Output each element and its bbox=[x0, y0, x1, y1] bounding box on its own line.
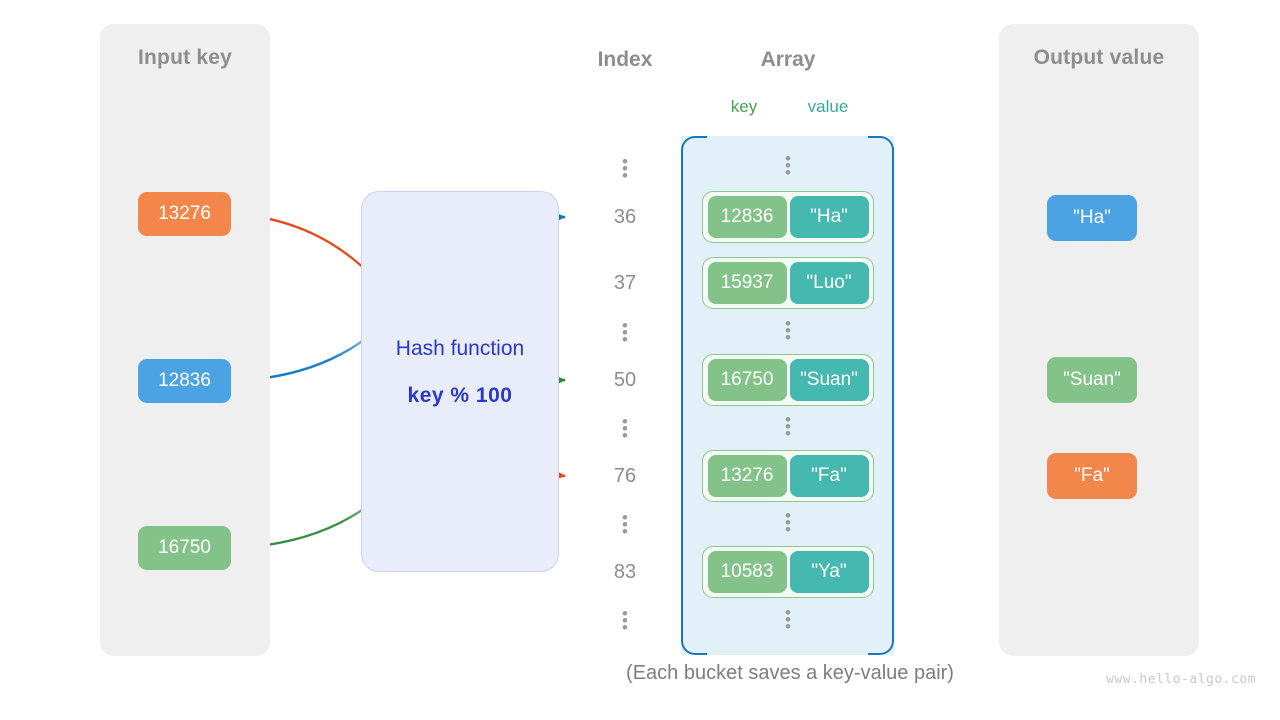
index-label-50: 50 bbox=[613, 369, 637, 391]
hash-function-formula: key % 100 bbox=[407, 384, 513, 407]
index-ellipsis-3: ••• bbox=[622, 508, 628, 541]
index-label-83: 83 bbox=[613, 561, 637, 583]
bucket-key-13276: 13276 bbox=[707, 455, 787, 497]
bucket-value-Luo: "Luo" bbox=[789, 262, 869, 304]
input-key-chip-13276[interactable]: 13276 bbox=[138, 192, 231, 236]
output-value-chip-fa[interactable]: "Fa" bbox=[1047, 453, 1137, 499]
bucket-row-37[interactable]: 15937 "Luo" bbox=[702, 257, 874, 309]
bucket-value-Ha: "Ha" bbox=[789, 196, 869, 238]
input-panel-title: Input key bbox=[138, 46, 232, 69]
bucket-key-16750: 16750 bbox=[707, 359, 787, 401]
index-label-76: 76 bbox=[613, 465, 637, 487]
bucket-key-15937: 15937 bbox=[707, 262, 787, 304]
bucket-row-76[interactable]: 13276 "Fa" bbox=[702, 450, 874, 502]
index-ellipsis-2: ••• bbox=[622, 412, 628, 445]
output-value-chip-ha[interactable]: "Ha" bbox=[1047, 195, 1137, 241]
hash-function-label: Hash function bbox=[395, 337, 525, 360]
array-column-heading: Array bbox=[760, 48, 816, 71]
input-key-chip-12836[interactable]: 12836 bbox=[138, 359, 231, 403]
index-ellipsis-0: ••• bbox=[622, 152, 628, 185]
array-ellipsis-0: ••• bbox=[785, 149, 791, 182]
bucket-key-10583: 10583 bbox=[707, 551, 787, 593]
index-ellipsis-4: ••• bbox=[622, 604, 628, 637]
bucket-value-Ya: "Ya" bbox=[789, 551, 869, 593]
index-column-heading: Index bbox=[597, 48, 653, 71]
bucket-row-36[interactable]: 12836 "Ha" bbox=[702, 191, 874, 243]
output-value-chip-suan[interactable]: "Suan" bbox=[1047, 357, 1137, 403]
array-ellipsis-1: ••• bbox=[785, 314, 791, 347]
diagram-caption: (Each bucket saves a key-value pair) bbox=[626, 662, 954, 684]
index-ellipsis-1: ••• bbox=[622, 316, 628, 349]
bucket-row-50[interactable]: 16750 "Suan" bbox=[702, 354, 874, 406]
index-label-37: 37 bbox=[613, 272, 637, 294]
bucket-value-Suan: "Suan" bbox=[789, 359, 869, 401]
array-ellipsis-4: ••• bbox=[785, 603, 791, 636]
array-ellipsis-2: ••• bbox=[785, 410, 791, 443]
site-watermark: www.hello-algo.com bbox=[1106, 672, 1256, 687]
hash-function-box: Hash function key % 100 bbox=[361, 191, 559, 572]
bucket-value-Fa: "Fa" bbox=[789, 455, 869, 497]
output-value-panel: Output value bbox=[999, 24, 1199, 656]
bucket-key-12836: 12836 bbox=[707, 196, 787, 238]
bucket-row-83[interactable]: 10583 "Ya" bbox=[702, 546, 874, 598]
array-bracket-left bbox=[681, 136, 707, 655]
input-key-chip-16750[interactable]: 16750 bbox=[138, 526, 231, 570]
index-label-36: 36 bbox=[613, 206, 637, 228]
key-subheading: key bbox=[730, 97, 758, 116]
array-ellipsis-3: ••• bbox=[785, 506, 791, 539]
array-bracket-right bbox=[868, 136, 894, 655]
output-panel-title: Output value bbox=[1033, 46, 1165, 69]
value-subheading: value bbox=[807, 97, 849, 116]
